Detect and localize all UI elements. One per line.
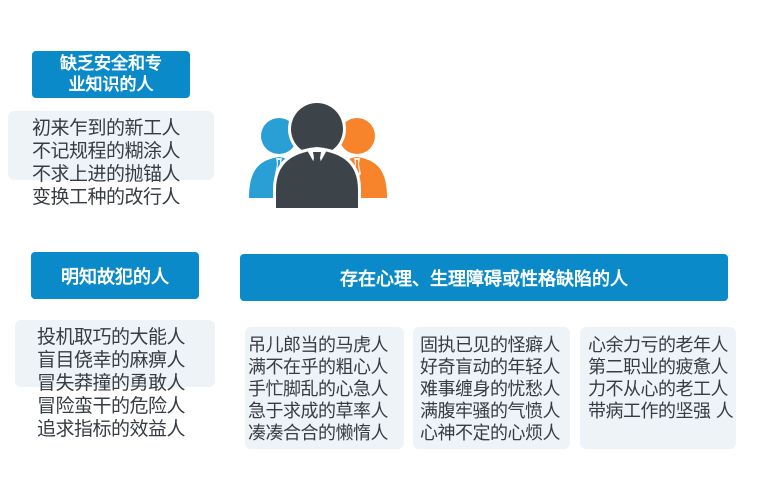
list-item: 变换工种的改行人 — [32, 186, 181, 208]
list-item: 带病工作的坚强 人 — [588, 401, 734, 422]
list-item: 初来乍到的新工人 — [32, 117, 181, 139]
list-column-2: 固执已见的怪癖人 好奇盲动的年轻人 难事缠身的忧愁人 满腹牢骚的气愤人 心神不定… — [420, 335, 561, 445]
header-knowingly-violate: 明知故犯的人 — [31, 252, 199, 299]
list-item: 第二职业的疲惫人 — [588, 357, 729, 378]
header-lack-knowledge: 缺乏安全和专 业知识的人 — [32, 51, 190, 98]
list-item: 手忙脚乱的心急人 — [248, 379, 389, 400]
panel-column-2 — [413, 327, 570, 449]
list-item: 追求指标的效益人 — [37, 418, 186, 440]
header-line-2: 业知识的人 — [68, 74, 154, 95]
list-item: 满不在乎的粗心人 — [248, 357, 389, 378]
panel-column-1 — [245, 327, 404, 449]
list-column-1: 吊儿郎当的马虎人 满不在乎的粗心人 手忙脚乱的心急人 急于求成的草率人 凑凑合合… — [248, 335, 389, 445]
list-item: 力不从心的老工人 — [588, 379, 729, 400]
list-item: 吊儿郎当的马虎人 — [248, 335, 389, 356]
list-lack-knowledge: 初来乍到的新工人 不记规程的糊涂人 不求上进的抛锚人 变换工种的改行人 — [32, 117, 181, 209]
list-knowingly-violate: 投机取巧的大能人 盲目侥幸的麻痹人 冒失莽撞的勇敢人 冒险蛮干的危险人 追求指标… — [37, 326, 186, 441]
list-item: 不记规程的糊涂人 — [32, 140, 181, 162]
people-group-icon — [249, 100, 387, 210]
list-item: 冒失莽撞的勇敢人 — [37, 372, 186, 394]
list-item: 冒险蛮干的危险人 — [37, 395, 186, 417]
panel-lack-knowledge-bg — [8, 111, 214, 180]
list-item: 不求上进的抛锚人 — [32, 163, 181, 185]
panel-knowingly-violate-bg — [15, 320, 215, 387]
list-item: 心神不定的心烦人 — [420, 423, 561, 444]
list-item: 凑凑合合的懒惰人 — [248, 423, 389, 444]
list-item: 难事缠身的忧愁人 — [420, 379, 561, 400]
list-item: 固执已见的怪癖人 — [420, 335, 561, 356]
header-psych-physio-defects: 存在心理、生理障碍或性格缺陷的人 — [240, 254, 728, 301]
list-item: 满腹牢骚的气愤人 — [420, 401, 561, 422]
list-item: 投机取巧的大能人 — [37, 326, 186, 348]
list-item: 急于求成的草率人 — [248, 401, 389, 422]
header-line-1: 缺乏安全和专 — [60, 53, 162, 74]
list-item: 盲目侥幸的麻痹人 — [37, 349, 186, 371]
list-item: 好奇盲动的年轻人 — [420, 357, 561, 378]
panel-column-3 — [580, 327, 736, 449]
list-column-3: 心余力亏的老年人 第二职业的疲惫人 力不从心的老工人 带病工作的坚强 人 — [588, 335, 734, 423]
list-item: 心余力亏的老年人 — [588, 335, 729, 356]
